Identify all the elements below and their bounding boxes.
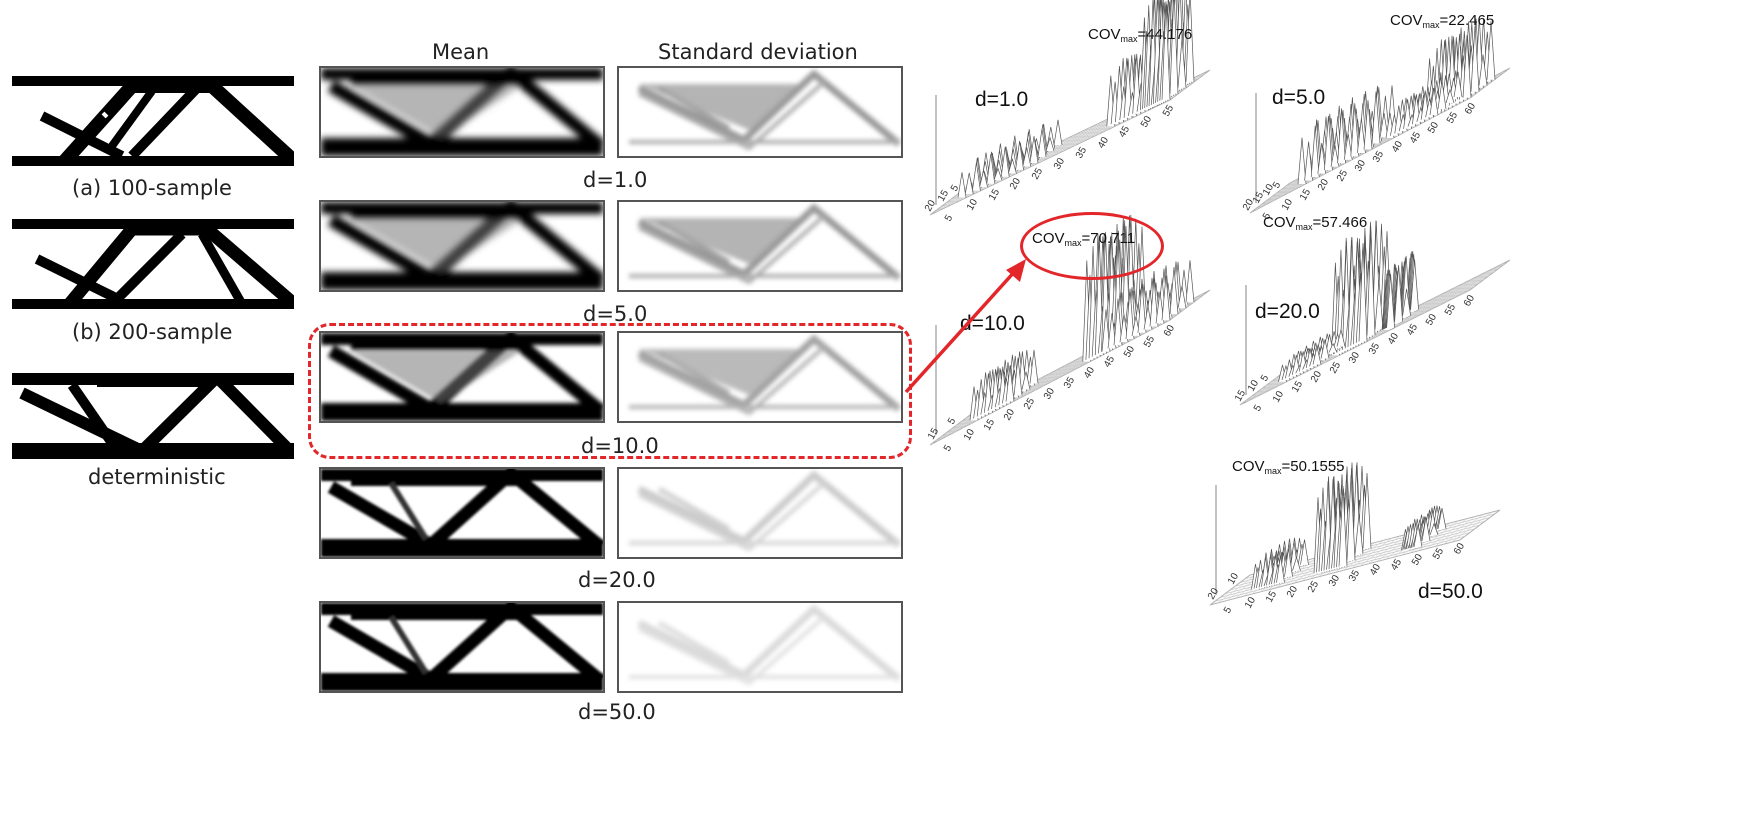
row-label: d=50.0: [578, 700, 656, 724]
mean-image: [319, 66, 605, 158]
cov-max-label: COVmax=50.1555: [1232, 458, 1345, 476]
row-label: d=5.0: [583, 302, 648, 326]
caption-100-sample: (a) 100-sample: [72, 176, 232, 200]
cov-prefix: COV: [1263, 214, 1296, 231]
std-image: [617, 200, 903, 292]
highlight-arrow: [904, 259, 1026, 394]
surface-d-label: d=10.0: [960, 312, 1025, 335]
header-standard-deviation: Standard deviation: [658, 40, 858, 64]
std-image: [617, 331, 903, 423]
cov-value: =57.466: [1312, 214, 1368, 231]
cov-value: =44.176: [1137, 26, 1193, 43]
cov-max-label: COVmax=44.176: [1088, 26, 1192, 44]
std-image: [617, 601, 903, 693]
caption-deterministic: deterministic: [88, 465, 226, 489]
row-label: d=20.0: [578, 568, 656, 592]
mean-image: [319, 467, 605, 559]
surface-d-label: d=50.0: [1418, 580, 1483, 603]
caption-200-sample: (b) 200-sample: [72, 320, 233, 344]
design-100-sample: [12, 76, 294, 166]
cov-sub: max: [1120, 34, 1138, 44]
surface-d-label: d=20.0: [1255, 300, 1320, 323]
row-label: d=10.0: [581, 434, 659, 458]
surface-d-label: d=5.0: [1272, 86, 1326, 109]
header-mean: Mean: [432, 40, 490, 64]
cov-prefix: COV: [1088, 26, 1121, 43]
cov-sub: max: [1295, 222, 1313, 232]
row-label: d=1.0: [583, 168, 648, 192]
cov-max-label: COVmax=57.466: [1263, 214, 1367, 232]
cov-max-label: COVmax=22.465: [1390, 12, 1494, 30]
cov-prefix: COV: [1390, 12, 1423, 29]
std-image: [617, 467, 903, 559]
highlight-cov-ellipse: [1020, 212, 1164, 280]
cov-sub: max: [1422, 20, 1440, 30]
cov-prefix: COV: [1232, 458, 1265, 475]
design-deterministic: [12, 373, 294, 459]
cov-sub: max: [1264, 466, 1282, 476]
std-image: [617, 66, 903, 158]
surface-d-label: d=1.0: [975, 88, 1029, 111]
mean-image: [319, 200, 605, 292]
mean-image: [319, 331, 605, 423]
design-200-sample: [12, 219, 294, 309]
mean-image: [319, 601, 605, 693]
cov-value: =50.1555: [1281, 458, 1345, 475]
cov-value: =22.465: [1439, 12, 1495, 29]
highlight-d10-row: [308, 323, 912, 459]
